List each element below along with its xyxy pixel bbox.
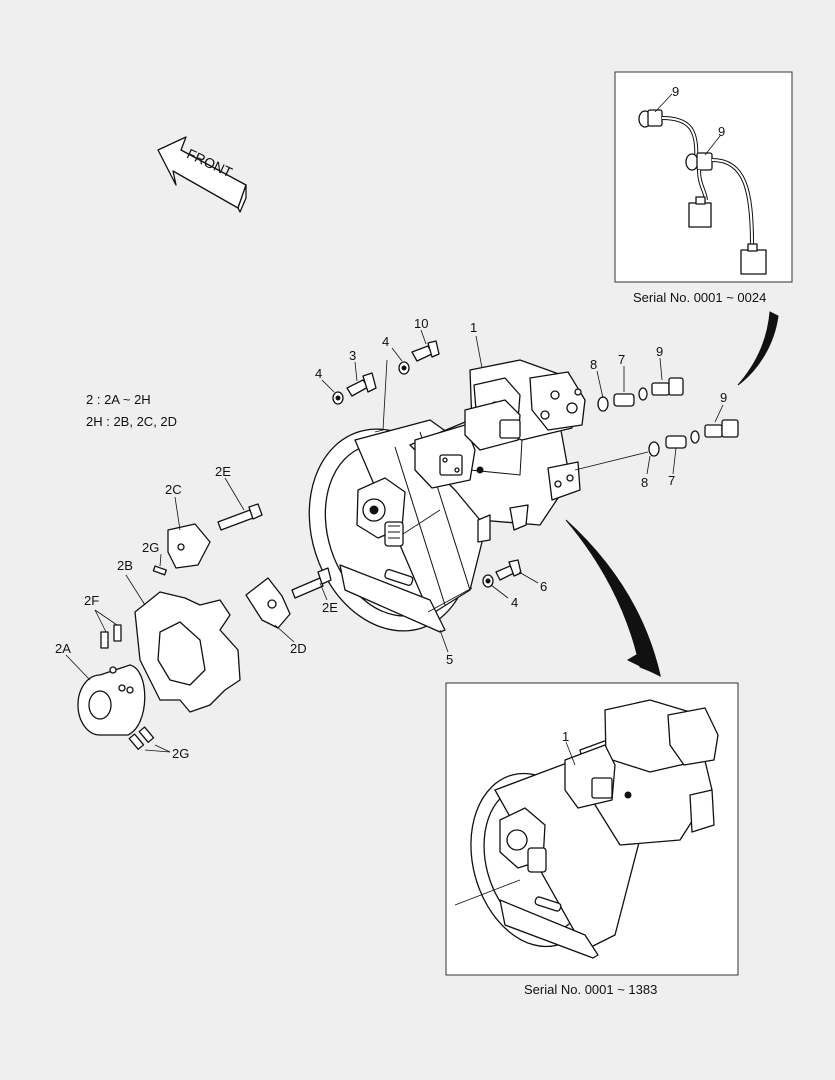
inset-top-label-9b: 9 [718,124,725,139]
callout-2A: 2A [55,641,71,656]
coupling-hub-icon [77,664,146,736]
bolt-icon [411,340,440,362]
inset-sensors: 9 9 [614,71,793,283]
inset-top-caption: Serial No. 0001 ~ 0024 [633,290,766,305]
set-screw-icon [128,726,155,750]
callout-2C: 2C [165,482,182,497]
callout-3: 3 [349,348,356,363]
bolt-icon [346,372,377,397]
callout-9: 9 [656,344,663,359]
washer-icon [398,361,410,375]
pointer-arrow [737,311,779,386]
callout-4: 4 [382,334,389,349]
callout-2G: 2G [142,540,159,555]
inset-top-label-9a: 9 [672,84,679,99]
callout-2B: 2B [117,558,133,573]
bolt-icon [495,559,522,581]
callout-2G: 2G [172,746,189,761]
pressure-sensor-icon [651,377,684,396]
connector-icon [688,196,712,228]
note-line-1: 2 : 2A ~ 2H [86,392,151,407]
rubber-element-icon [134,591,241,713]
set-screw-icon [100,624,122,649]
connector-icon [740,243,767,275]
callout-2E: 2E [215,464,231,479]
gear-pump-icon [356,477,441,547]
o-ring-icon [690,430,700,444]
callout-6: 6 [540,579,547,594]
regulator-block-icon [529,371,586,431]
callout-2E: 2E [322,600,338,615]
note-line-2: 2H : 2B, 2C, 2D [86,414,177,429]
callout-1: 1 [470,320,477,335]
front-arrow: FRONT [157,136,247,213]
callout-4: 4 [511,595,518,610]
callout-7: 7 [618,352,625,367]
callout-5: 5 [446,652,453,667]
flange-block-icon [167,523,211,569]
washer-icon [332,391,344,405]
washer-icon [482,574,494,588]
inset-bottom-label-1: 1 [562,729,569,744]
o-ring-icon [638,387,648,401]
plug-icon [613,393,635,407]
plug-icon [665,435,687,449]
pressure-sensor-icon [638,109,699,161]
o-ring-icon [648,441,660,457]
set-screw-icon [152,565,167,576]
callout-9: 9 [720,390,727,405]
long-bolt-icon [291,567,332,599]
callout-2F: 2F [84,593,99,608]
main-pump-assembly [308,359,586,633]
inset-pump-variant: 1 [445,682,739,976]
callout-2D: 2D [290,641,307,656]
long-bolt-icon [217,503,263,531]
o-ring-icon [597,396,609,412]
callout-10: 10 [414,316,428,331]
callout-7: 7 [668,473,675,488]
inset-bottom-caption: Serial No. 0001 ~ 1383 [524,982,657,997]
flange-block-icon [245,577,291,629]
callout-8: 8 [641,475,648,490]
callout-4: 4 [315,366,322,381]
callout-8: 8 [590,357,597,372]
pressure-sensor-icon [704,419,739,438]
